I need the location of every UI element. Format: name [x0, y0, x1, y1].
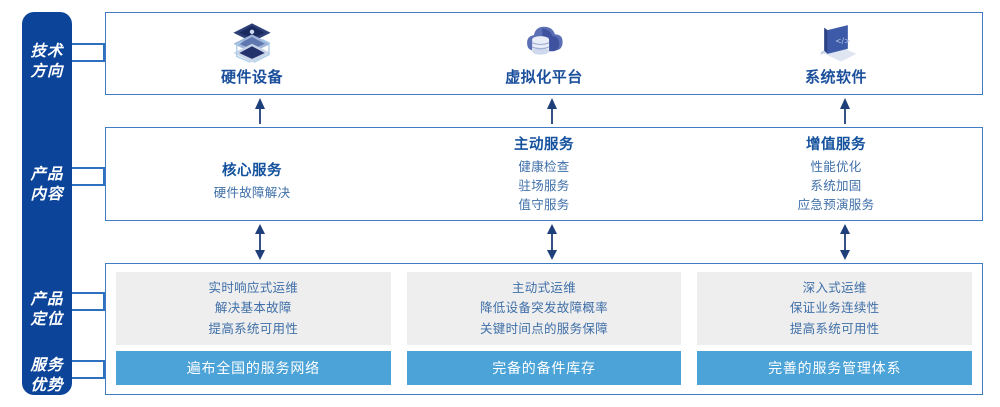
product-content-title: 核心服务 [222, 163, 282, 180]
technology-label: 虚拟化平台 [505, 69, 583, 86]
technology-item-hardware[interactable]: 硬件设备 [106, 13, 398, 94]
positioning-line: 实时响应式运维 [208, 281, 299, 296]
connector-advantage-top [72, 360, 105, 362]
technology-label: 系统软件 [804, 69, 867, 86]
sidebar-item-technology-direction[interactable]: 技术 方向 [22, 42, 72, 82]
connector-content-vert [103, 167, 105, 185]
product-content-column-proactive[interactable]: 主动服务 健康检查 驻场服务 值守服务 [398, 128, 690, 220]
service-advantage-row: 遍布全国的服务网络 完备的备件库存 完善的服务管理体系 [116, 351, 973, 385]
product-content-item: 硬件故障解决 [213, 186, 291, 201]
connector-position-vert [103, 292, 105, 310]
product-content-panel: 核心服务 硬件故障解决 主动服务 健康检查 驻场服务 值守服务 增值服务 性能优… [105, 127, 983, 221]
laptop-code-icon: </> [820, 25, 857, 62]
arrow-up-hardware [255, 98, 265, 124]
arrow-up-system-software [840, 98, 850, 124]
arrow-up-down-virtualization [547, 224, 557, 260]
positioning-line: 解决基本故障 [214, 301, 292, 316]
product-content-column-core[interactable]: 核心服务 硬件故障解决 [106, 128, 398, 220]
connector-position-top [72, 292, 105, 294]
positioning-card-proactive[interactable]: 主动式运维 降低设备突发故障概率 关键时间点的服务保障 [406, 272, 682, 345]
sidebar-label-line2: 优势 [30, 376, 64, 394]
arrow-up-down-hardware [255, 224, 265, 260]
product-content-item: 系统加固 [810, 179, 862, 194]
arrow-up-virtualization [547, 98, 557, 124]
sidebar-item-product-content[interactable]: 产品 内容 [22, 165, 72, 205]
sidebar-label-line1: 产品 [30, 166, 64, 183]
positioning-line: 深入式运维 [802, 281, 867, 296]
product-content-column-valueadd[interactable]: 增值服务 性能优化 系统加固 应急预演服务 [690, 128, 982, 220]
product-content-item: 驻场服务 [518, 179, 570, 194]
positioning-advantage-panel: 实时响应式运维 解决基本故障 提高系统可用性 主动式运维 降低设备突发故障概率 … [105, 263, 983, 395]
connector-tech-bottom [72, 60, 105, 62]
positioning-line: 主动式运维 [512, 281, 577, 296]
advantage-banner-network[interactable]: 遍布全国的服务网络 [116, 351, 391, 385]
technology-label: 硬件设备 [220, 69, 283, 86]
connector-content-bottom [72, 184, 105, 186]
connector-tech-vert [103, 43, 105, 61]
svg-text:</>: </> [835, 37, 850, 46]
cloud-database-icon [527, 26, 563, 55]
product-content-item: 值守服务 [518, 197, 570, 212]
technology-item-virtualization[interactable]: 虚拟化平台 [398, 13, 690, 94]
sidebar-item-service-advantage[interactable]: 服务 优势 [22, 356, 72, 396]
server-stack-icon [233, 23, 271, 63]
connector-position-bottom [72, 309, 105, 311]
positioning-card-realtime[interactable]: 实时响应式运维 解决基本故障 提高系统可用性 [116, 272, 391, 345]
connector-advantage-bottom [72, 377, 105, 379]
bottom-inner: 实时响应式运维 解决基本故障 提高系统可用性 主动式运维 降低设备突发故障概率 … [106, 264, 982, 394]
positioning-line: 降低设备突发故障概率 [480, 301, 609, 316]
positioning-line: 关键时间点的服务保障 [480, 321, 609, 336]
sidebar-label-line1: 服务 [30, 357, 64, 374]
arrow-up-down-system-software [840, 224, 850, 260]
advantage-banner-management[interactable]: 完善的服务管理体系 [697, 351, 973, 385]
sidebar-label-line2: 定位 [30, 310, 64, 328]
connector-advantage-vert [103, 360, 105, 378]
sidebar-label-line2: 内容 [30, 185, 64, 203]
product-content-item: 应急预演服务 [797, 197, 875, 212]
product-content-title: 主动服务 [514, 137, 574, 154]
technology-row: 硬件设备 虚拟化平台 [106, 13, 982, 94]
sidebar-label-line2: 方向 [30, 62, 64, 80]
sidebar-label-line1: 产品 [30, 291, 64, 308]
positioning-line: 提高系统可用性 [789, 321, 880, 336]
product-content-title: 增值服务 [806, 137, 866, 154]
advantage-banner-spare-parts[interactable]: 完备的备件库存 [406, 351, 682, 385]
connector-content-top [72, 167, 105, 169]
product-content-item: 性能优化 [810, 160, 862, 175]
technology-direction-panel: 硬件设备 虚拟化平台 [105, 12, 983, 95]
positioning-card-indepth[interactable]: 深入式运维 保证业务连续性 提高系统可用性 [697, 272, 973, 345]
sidebar-item-product-positioning[interactable]: 产品 定位 [22, 290, 72, 330]
product-positioning-row: 实时响应式运维 解决基本故障 提高系统可用性 主动式运维 降低设备突发故障概率 … [116, 272, 973, 345]
positioning-line: 保证业务连续性 [789, 301, 880, 316]
sidebar: 技术 方向 产品 内容 产品 定位 服务 优势 [22, 12, 72, 395]
sidebar-label-line1: 技术 [30, 43, 64, 60]
technology-item-system-software[interactable]: </> 系统软件 [690, 13, 982, 94]
positioning-line: 提高系统可用性 [208, 321, 299, 336]
product-content-row: 核心服务 硬件故障解决 主动服务 健康检查 驻场服务 值守服务 增值服务 性能优… [106, 128, 982, 220]
connector-tech-top [72, 43, 105, 45]
product-content-item: 健康检查 [518, 160, 570, 175]
